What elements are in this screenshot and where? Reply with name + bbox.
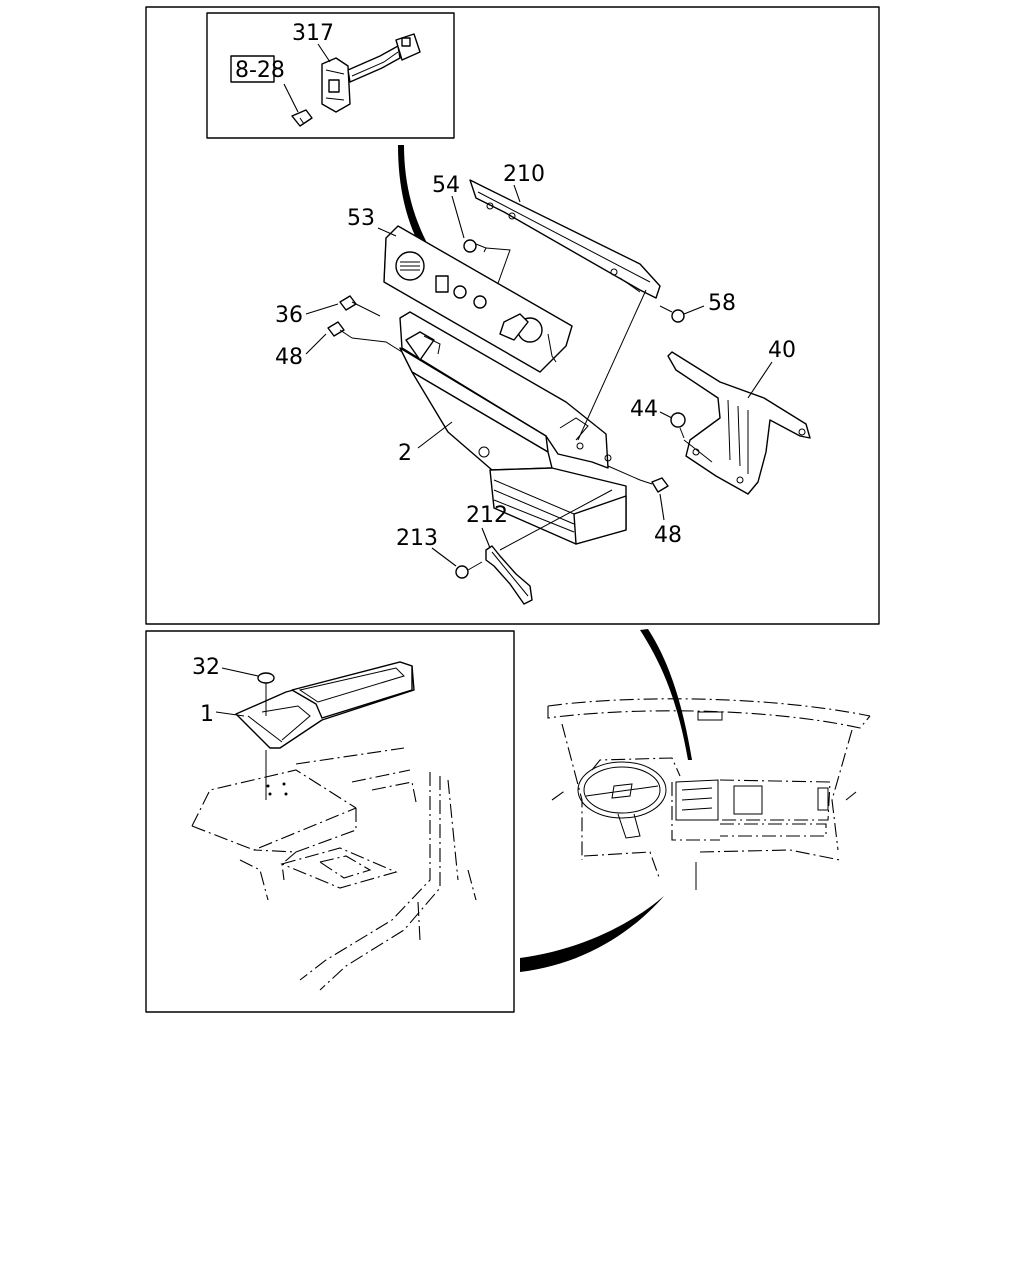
bolt-44-drawing xyxy=(670,412,686,439)
console-body-2-drawing xyxy=(399,311,627,545)
callout-44: 44 xyxy=(630,397,658,422)
callout-box-8-28 xyxy=(230,55,275,83)
screw-48-left-drawing xyxy=(327,321,353,339)
callout-317: 317 xyxy=(292,21,334,46)
callout-40: 40 xyxy=(768,338,796,363)
pointer-arrow-bottom xyxy=(520,896,664,972)
dashboard-overview-drawing xyxy=(547,698,871,890)
screw-36-drawing xyxy=(339,295,365,311)
callout-213: 213 xyxy=(396,526,438,551)
callout-1: 1 xyxy=(200,702,214,727)
callout-210: 210 xyxy=(503,162,545,187)
callout-48-right: 48 xyxy=(654,523,682,548)
bezel-53-drawing xyxy=(383,225,573,373)
tray-1-drawing xyxy=(235,661,415,749)
callout-36: 36 xyxy=(275,303,303,328)
screw-32-drawing xyxy=(257,672,275,700)
upper-panel-frame xyxy=(145,6,880,625)
screw-inset-drawing xyxy=(291,109,313,127)
bracket-212-drawing xyxy=(485,545,533,605)
floor-console-drawing xyxy=(191,747,477,991)
clip-54-drawing xyxy=(463,239,487,253)
screw-213-drawing xyxy=(455,561,483,579)
inset-frame-connector xyxy=(206,12,455,139)
callout-58: 58 xyxy=(708,291,736,316)
callout-54: 54 xyxy=(432,173,460,198)
callout-48-left: 48 xyxy=(275,345,303,370)
pointer-arrow-mid xyxy=(640,629,692,760)
callout-212: 212 xyxy=(466,503,508,528)
callout-8-28: 8-28 xyxy=(235,58,285,83)
connector-317-drawing xyxy=(321,33,421,113)
callout-32: 32 xyxy=(192,655,220,680)
callout-2: 2 xyxy=(398,441,412,466)
screw-48-right-drawing xyxy=(639,477,669,493)
lower-left-panel-frame xyxy=(145,630,515,1013)
callout-53: 53 xyxy=(347,206,375,231)
bracket-40-drawing xyxy=(667,351,811,495)
bracket-210-drawing xyxy=(469,179,661,299)
screw-58-drawing xyxy=(659,305,685,323)
